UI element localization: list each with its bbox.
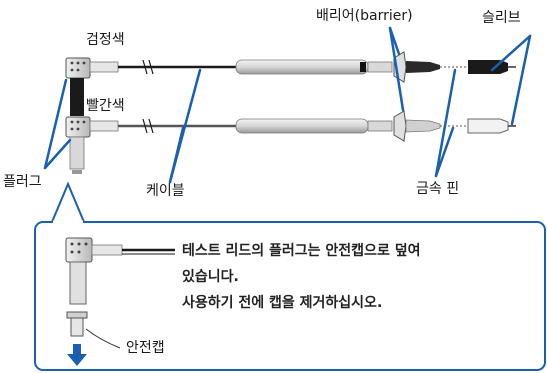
black-probe-body	[235, 59, 369, 75]
inset-plug-head	[65, 237, 93, 263]
red-barrier	[393, 110, 407, 142]
label-red: 빨간색	[86, 98, 125, 114]
inset-safety-cap	[66, 311, 88, 319]
label-cap: 안전캡	[126, 340, 165, 356]
red-plug-body	[69, 136, 85, 170]
note-line-2: 있습니다.	[182, 269, 239, 285]
red-probe-body	[235, 118, 369, 134]
label-plug: 플러그	[3, 174, 42, 190]
down-arrow-icon	[67, 344, 87, 366]
label-pin: 금속 핀	[416, 181, 460, 197]
black-lead	[65, 51, 516, 116]
black-plug-body	[70, 78, 84, 116]
label-cable: 케이블	[146, 183, 185, 199]
callout-lines	[43, 26, 532, 184]
label-sleeve: 슬리브	[482, 10, 521, 26]
label-black: 검정색	[86, 32, 125, 48]
red-sleeve	[467, 118, 509, 134]
black-plug-head	[65, 57, 91, 79]
label-barrier: 배리어(barrier)	[316, 8, 413, 24]
note-line-1: 테스트 리드의 플러그는 안전캡으로 덮여	[182, 243, 421, 259]
red-lead	[65, 110, 516, 174]
cap-notice-box	[34, 181, 546, 371]
red-plug-head	[65, 116, 91, 138]
note-line-3: 사용하기 전에 캡을 제거하십시오.	[182, 295, 383, 311]
